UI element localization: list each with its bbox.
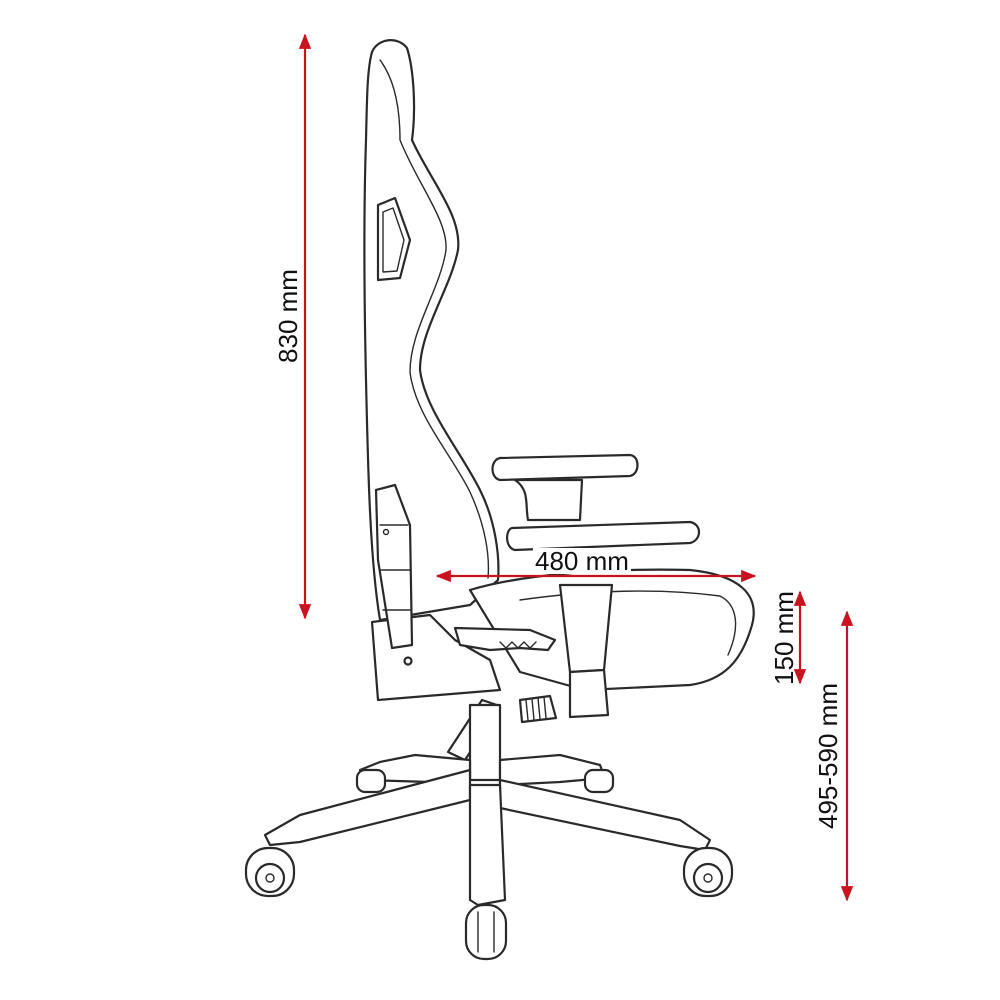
head-slot <box>376 196 412 282</box>
gas-lift-upper <box>558 583 614 674</box>
height-knob <box>518 694 558 724</box>
chair-outline <box>244 39 755 961</box>
label-armrest-adjust: 150 mm <box>769 591 799 685</box>
armrest-post <box>513 478 584 522</box>
tilt-lever <box>453 626 557 652</box>
armrest-base <box>506 520 701 552</box>
central-column <box>468 703 502 782</box>
caster-back-right <box>583 768 615 794</box>
label-seat-height-range: 495-590 mm <box>813 683 843 829</box>
label-seat-width: 480 mm <box>533 546 631 576</box>
caster-right <box>682 846 734 898</box>
caster-back-left <box>355 768 387 794</box>
label-backrest-height: 830 mm <box>273 269 303 363</box>
caster-left <box>244 846 296 898</box>
recline-plate <box>374 483 414 650</box>
backrest <box>363 39 500 622</box>
base-front-leg <box>468 783 507 907</box>
armrest-pad <box>491 453 639 482</box>
caster-front <box>464 903 508 961</box>
backrest-inner-seam <box>379 59 490 579</box>
gas-lift-lower <box>568 668 610 719</box>
